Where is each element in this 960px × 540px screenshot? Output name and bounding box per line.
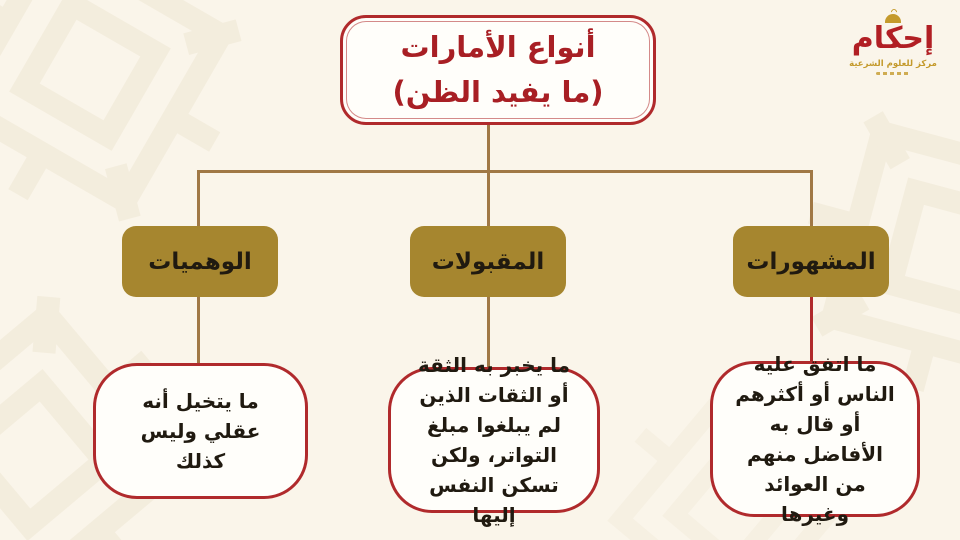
- logo-subtitle: مركز للعلوم الشرعية: [849, 59, 937, 69]
- connector-right-down: [810, 294, 813, 366]
- connector-left-vertical: [197, 170, 200, 230]
- description-text: ما اتفق عليه الناس أو أكثرهم أو قال به ا…: [735, 352, 895, 526]
- title-line-1: أنواع الأمارات: [400, 30, 596, 65]
- logo-tagline-decoration: [876, 72, 910, 75]
- dome-crescent-icon: [885, 14, 901, 23]
- title-line-2: (ما يفيد الظن): [392, 75, 604, 109]
- category-label: المشهورات: [746, 248, 876, 275]
- description-text: ما يتخيل أنه عقلي وليس كذلك: [140, 389, 261, 473]
- connector-horizontal: [197, 170, 813, 173]
- diagram-title-node: أنواع الأمارات (ما يفيد الظن): [340, 15, 656, 125]
- connector-right-vertical: [810, 170, 813, 230]
- description-node-maqbulat: ما يخبر به الثقة أو الثقات الذين لم يبلغ…: [388, 353, 600, 527]
- description-text: ما يخبر به الثقة أو الثقات الذين لم يبلغ…: [417, 353, 570, 527]
- category-label: الوهميات: [148, 248, 252, 275]
- description-node-mashhurat: ما اتفق عليه الناس أو أكثرهم أو قال به ا…: [710, 352, 920, 526]
- brand-logo: إحكام مركز للعلوم الشرعية: [843, 14, 943, 100]
- category-label: المقبولات: [431, 248, 545, 275]
- category-node-wahmiyyat: الوهميات: [122, 226, 278, 297]
- arabesque-pattern: [0, 0, 242, 222]
- category-node-maqbulat: المقبولات: [410, 226, 566, 297]
- logo-wordmark: إحكام: [851, 21, 936, 56]
- connector-left-down: [197, 294, 200, 368]
- connector-center-down: [487, 294, 490, 370]
- category-node-mashhurat: المشهورات: [733, 226, 889, 297]
- connector-title-vertical: [487, 124, 490, 230]
- description-node-wahmiyyat: ما يتخيل أنه عقلي وليس كذلك: [93, 363, 308, 499]
